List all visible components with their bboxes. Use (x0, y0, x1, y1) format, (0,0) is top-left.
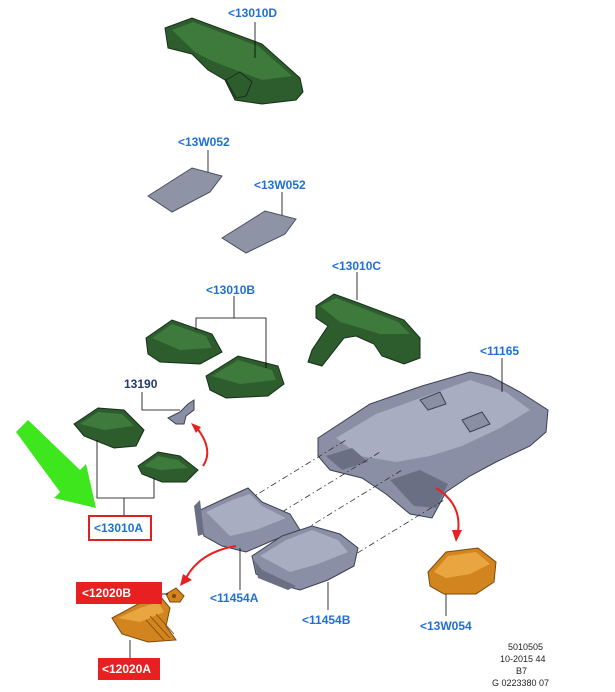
label-11454B[interactable]: <11454B (302, 613, 351, 627)
label-13190[interactable]: 13190 (124, 377, 158, 391)
front-floor-mat-13010B-right[interactable] (205, 355, 285, 399)
label-13010D[interactable]: <13010D (228, 6, 277, 20)
front-floor-mat-13010B-left[interactable] (145, 319, 223, 365)
label-11454A[interactable]: <11454A (210, 591, 259, 605)
label-13010B[interactable]: <13010B (206, 283, 255, 297)
highlight-box-13010A (88, 515, 152, 541)
floor-mat-13010A-front[interactable] (137, 451, 199, 483)
red-pointer-arrow-lower-left (185, 545, 237, 579)
floor-pan-section-11454B[interactable] (251, 525, 359, 591)
assembly-line-3 (303, 469, 403, 531)
assembly-line-1 (247, 439, 347, 501)
label-12020B[interactable]: <12020B (82, 586, 131, 600)
pad-13W052-upper[interactable] (147, 167, 223, 213)
insulator-13W054[interactable] (427, 547, 497, 595)
red-pointer-arrow-lower-right (435, 487, 460, 533)
floor-pan-11165[interactable] (317, 371, 549, 519)
leader-13190 (141, 392, 180, 411)
red-arrowhead-lower-left (180, 574, 192, 586)
label-13W052-lower[interactable]: <13W052 (254, 178, 306, 192)
pad-13W052-lower[interactable] (221, 210, 297, 254)
stamp-line-4: G 0223380 07 (492, 678, 549, 688)
rear-floor-mat-13010D[interactable] (164, 17, 304, 105)
highlight-box-12020A (98, 658, 160, 680)
label-13010A[interactable]: <13010A (94, 521, 143, 535)
assembly-line-4 (345, 499, 445, 561)
label-13W052-upper[interactable]: <13W052 (178, 135, 230, 149)
red-arrowhead-lower-right (452, 530, 462, 542)
red-arrowhead-upper (191, 423, 201, 433)
stamp-line-1: 5010505 (508, 642, 543, 652)
stamp-line-2: 10-2015 44 (500, 654, 546, 664)
clip-12020B[interactable] (165, 587, 185, 603)
bracket-13190[interactable] (167, 399, 195, 425)
center-floor-carpet-13010C[interactable] (307, 293, 421, 367)
leader-13010B (195, 296, 267, 368)
highlight-box-12020B (76, 582, 162, 604)
floor-mat-13010A-rear[interactable] (73, 407, 145, 449)
label-12020A[interactable]: <12020A (102, 662, 151, 676)
label-13010C[interactable]: <13010C (332, 259, 381, 273)
label-11165[interactable]: <11165 (480, 344, 519, 358)
green-pointer-arrow-icon (16, 420, 96, 508)
label-13W054[interactable]: <13W054 (420, 619, 472, 633)
leader-13010A (96, 440, 155, 516)
assembly-line-2 (281, 451, 381, 513)
red-pointer-arrow-upper (196, 427, 209, 467)
stamp-line-3: B7 (516, 666, 527, 676)
